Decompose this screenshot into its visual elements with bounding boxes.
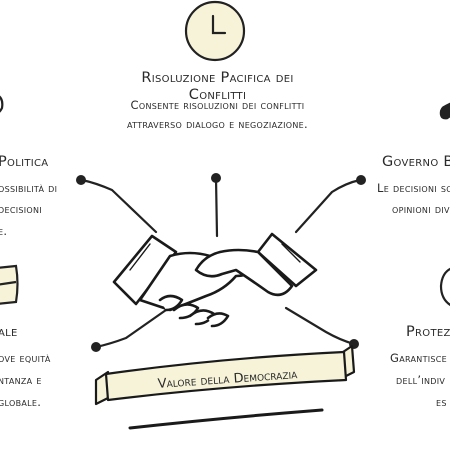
node-right-bottom-desc-3: es — [436, 395, 447, 409]
dot-top — [211, 173, 221, 183]
node-left-bottom-desc-3: globale. — [0, 395, 42, 409]
handshake-icon — [112, 232, 318, 328]
shield-icon — [439, 267, 450, 307]
node-right-bottom-desc-2: dell’indiv — [396, 373, 446, 387]
scroll-icon — [0, 264, 19, 305]
banner — [94, 344, 356, 406]
node-left-top-desc-1: ossibilità di — [0, 181, 58, 195]
node-right-top-title: Governo Ba — [382, 154, 450, 170]
node-left-bottom-title: ale — [0, 324, 18, 340]
node-top-title-1: Risoluzione Pacifica dei — [141, 70, 294, 86]
node-left-bottom-desc-2: ntanza e — [0, 373, 42, 387]
connector-left-top — [80, 178, 158, 234]
node-left-bottom-desc-1: ove equità — [0, 351, 51, 365]
connector-top — [214, 176, 219, 238]
book-icon — [439, 102, 450, 120]
node-right-bottom-title: Protezi — [406, 324, 450, 340]
node-left-top-title: Politica — [0, 154, 49, 170]
dot-right-top — [356, 175, 366, 185]
dot-left-bottom — [91, 342, 101, 352]
clock-icon — [184, 0, 246, 62]
node-right-top-desc-1: Le decisioni so — [377, 181, 450, 195]
node-top-title-2: Conflitti — [188, 87, 247, 103]
connector-right-bottom — [284, 306, 356, 346]
connector-left-bottom — [94, 308, 168, 349]
node-right-bottom-desc-1: Garantisce d — [390, 351, 450, 365]
connector-right-top — [294, 178, 362, 234]
node-left-top-desc-2: decisioni — [0, 202, 42, 216]
node-top-desc-2: attraverso dialogo e negoziazione. — [127, 117, 308, 131]
dot-left-top — [76, 175, 86, 185]
banner-underline — [128, 408, 324, 430]
node-left-top-desc-3: e. — [0, 224, 8, 238]
node-top-desc-1: Consente risoluzioni dei conflitti — [130, 98, 305, 112]
people-icon — [0, 95, 4, 113]
node-right-top-desc-2: opinioni div — [392, 202, 450, 216]
